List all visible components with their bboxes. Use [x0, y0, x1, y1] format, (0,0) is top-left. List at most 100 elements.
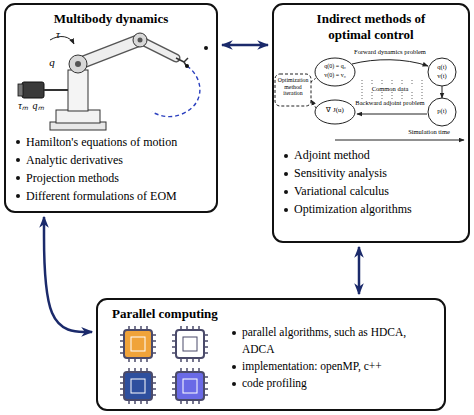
adjoint-scheme-part: [335, 140, 464, 141]
bullet-text: Hamilton's equations of motion: [26, 135, 177, 149]
bullet-item: Optimization algorithms: [282, 200, 460, 218]
scheme-label: Backward adjoint problem: [352, 99, 428, 106]
double-arrow: [44, 217, 92, 332]
bullet-item: parallel algorithms, such as HDCA, ADCA: [230, 324, 436, 359]
cpu-chips-part: [131, 337, 145, 351]
adjoint-scheme-part: [442, 86, 443, 98]
bullet-item: code profiling: [230, 375, 436, 392]
adjoint-scheme-part: [275, 74, 311, 106]
robot-arm-part: [78, 40, 140, 64]
bullet-list: Hamilton's equations of motionAnalytic d…: [14, 133, 208, 205]
robot-arm-part: [133, 33, 147, 47]
content-row: parallel algorithms, such as HDCA, ADCA i…: [106, 324, 436, 393]
bullet-text: implementation: openMP, c++: [242, 360, 382, 372]
adjoint-scheme-part: [352, 60, 428, 66]
bullet-dot: [284, 208, 288, 212]
bullet-dot: [16, 176, 20, 180]
cpu-chips-part: [124, 330, 152, 358]
bullet-item: Hamilton's equations of motion: [14, 133, 208, 151]
box-heading: Indirect methods of optimal control: [282, 11, 460, 42]
double-arrow: [358, 247, 361, 294]
robot-arm-part: [22, 82, 44, 98]
picture-space: [14, 27, 208, 133]
joint-symbol: τ: [52, 28, 64, 41]
scheme-label: q(t): [430, 63, 454, 70]
bullet-dot: [232, 331, 236, 335]
parallel-computing-box: Parallel computing parallel algorithms, s…: [96, 298, 446, 411]
robot-arm-part: [78, 40, 140, 64]
bullet-dot: [16, 140, 20, 144]
adjoint-scheme-part: [315, 100, 355, 124]
bullet-text: Optimization algorithms: [294, 202, 412, 216]
bullet-dot: [284, 190, 288, 194]
bullet-item: implementation: openMP, c++: [230, 358, 436, 375]
chip-space: [106, 324, 230, 393]
bullet-text: Sensitivity analysis: [294, 166, 387, 180]
adjoint-scheme-part: [428, 58, 456, 86]
bullet-item: Sensitivity analysis: [282, 164, 460, 182]
bullet-text: code profiling: [242, 377, 307, 389]
bullet-text: Variational calculus: [294, 184, 389, 198]
bullet-dot: [232, 365, 236, 369]
cpu-chips-part: [124, 372, 152, 400]
bullet-text: parallel algorithms, such as HDCA, ADCA: [242, 326, 406, 355]
optimal-control-box: Indirect methods of optimal controlAdjoi…: [272, 3, 470, 243]
scheme-label: v(0) = v₀: [316, 72, 354, 79]
robot-arm-part: [50, 37, 74, 44]
scheme-label: Forward dynamics problem: [350, 48, 430, 55]
joint-symbol: τₘ: [16, 100, 30, 112]
robot-arm-part: [185, 64, 189, 68]
cpu-chips-part: [176, 330, 204, 358]
bullet-text: Projection methods: [26, 171, 119, 185]
adjoint-scheme-part: [428, 98, 456, 126]
robot-arm-part: [68, 70, 88, 111]
scheme-label: Simulation time: [398, 128, 460, 135]
robot-arm-part: [176, 58, 188, 67]
cpu-chips-part: [183, 379, 197, 393]
robot-arm: [18, 33, 208, 130]
bullet-dot: [284, 172, 288, 176]
box-heading: Parallel computing: [106, 306, 436, 322]
chip-pins: [120, 326, 208, 404]
joint-symbol: qₘ: [31, 100, 45, 112]
bullet-list: parallel algorithms, such as HDCA, ADCA i…: [230, 324, 436, 393]
robot-arm-part: [138, 38, 143, 43]
robot-arm-part: [75, 61, 81, 67]
double-arrow: [222, 44, 268, 47]
scheme-label: ∇ J(u): [317, 106, 353, 114]
scheme-label: v(t): [430, 72, 454, 79]
cpu-chips-part: [183, 337, 197, 351]
adjoint-scheme-part: [311, 78, 316, 82]
bullet-text: Analytic derivatives: [26, 153, 123, 167]
bullet-item: Different formulations of EOM: [14, 187, 208, 205]
robot-arm-part: [204, 46, 208, 50]
adjoint-scheme: [275, 58, 464, 140]
scheme-label: q(0) = q₀: [316, 63, 354, 70]
joint-symbol: q: [46, 56, 58, 69]
adjoint-scheme-part: [315, 58, 355, 86]
scheme-label: Common data: [366, 85, 414, 92]
box-heading: Multibody dynamics: [14, 11, 208, 27]
scheme-label: p(t): [430, 107, 454, 114]
bullet-text: Different formulations of EOM: [26, 189, 177, 203]
scheme-label: Optimization method iteration: [276, 77, 310, 97]
bullet-list: Adjoint methodSensitivity analysisVariat…: [282, 146, 460, 218]
bullet-item: Projection methods: [14, 169, 208, 187]
bullet-dot: [232, 382, 236, 386]
robot-arm-part: [152, 66, 200, 117]
cpu-chips-part: [131, 379, 145, 393]
robot-arm-part: [18, 84, 23, 96]
bullet-item: Analytic derivatives: [14, 151, 208, 169]
bullet-item: Adjoint method: [282, 146, 460, 164]
bullet-dot: [284, 154, 288, 158]
robot-arm-part: [69, 55, 87, 73]
cpu-chips: [120, 326, 208, 404]
adjoint-scheme-part: [357, 114, 427, 115]
robot-arm-part: [44, 89, 68, 91]
bullet-dot: [16, 194, 20, 198]
bullet-dot: [16, 158, 20, 162]
robot-arm-part: [56, 110, 100, 123]
bullet-item: Variational calculus: [282, 182, 460, 200]
cpu-chips-part: [176, 372, 204, 400]
